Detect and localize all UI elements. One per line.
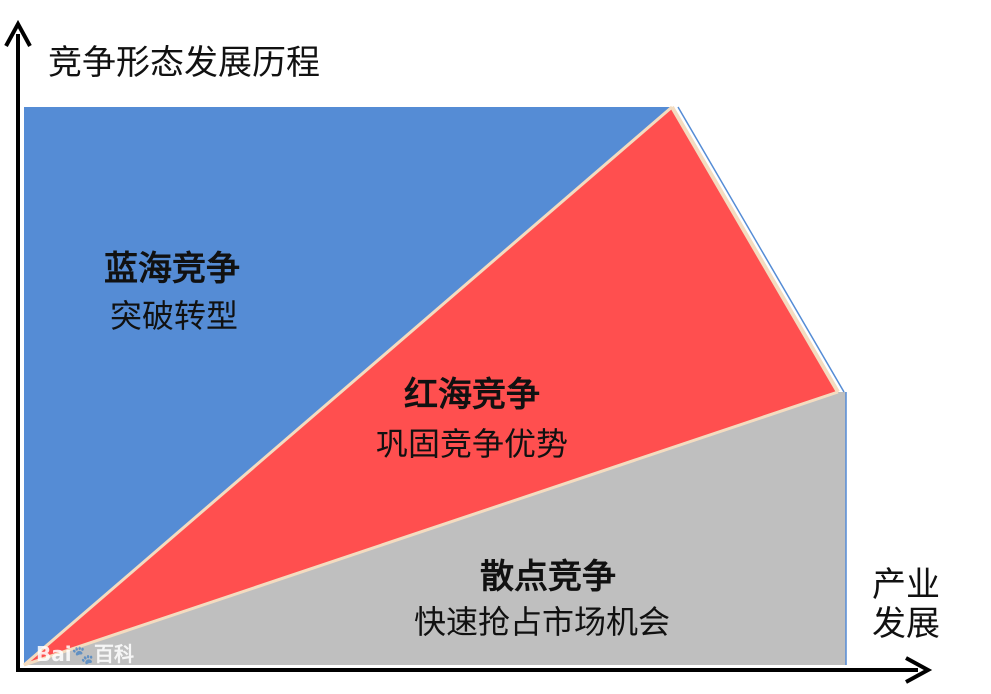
blue-red-boundary (23, 105, 673, 667)
red-grey-boundary (23, 390, 839, 667)
blue-outline-edge (677, 106, 845, 393)
blue-ocean-title: 蓝海竞争 (104, 249, 240, 289)
red-ocean-subtitle: 巩固竞争优势 (376, 425, 569, 463)
scatter-title: 散点竞争 (480, 557, 616, 597)
red-ocean-region (24, 107, 838, 665)
blue-ocean-subtitle: 突破转型 (110, 297, 239, 335)
diagram-title: 竞争形态发展历程 (48, 43, 320, 83)
x-axis-label-line2: 发展 (872, 604, 940, 645)
baidu-baike-watermark: Bai🐾百科 (36, 638, 134, 667)
watermark-suffix: 百科 (94, 642, 135, 666)
red-ocean-title: 红海竞争 (404, 375, 540, 415)
watermark-brand: Bai (36, 642, 72, 666)
y-axis-arrow (4, 19, 32, 47)
red-right-edge (670, 105, 840, 394)
paw-icon: 🐾 (71, 645, 95, 666)
x-axis-arrow (905, 656, 933, 684)
x-axis-label-line1: 产业 (872, 565, 940, 605)
x-axis-label: 产业 发展 (872, 565, 940, 645)
scatter-subtitle: 快速抢占市场机会 (414, 603, 671, 641)
